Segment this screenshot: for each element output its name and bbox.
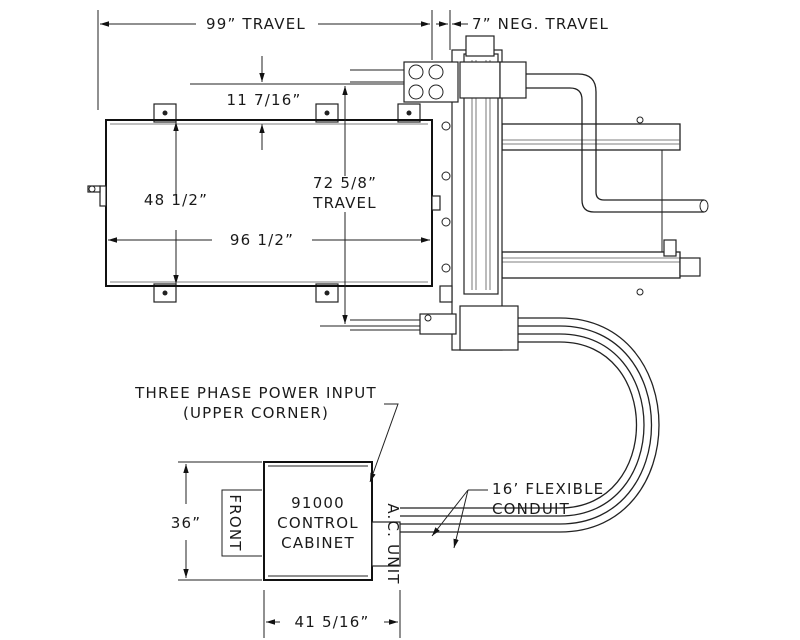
table-width-dimension: 48 1/2” <box>144 122 208 284</box>
cabinet-width-label: 41 5/16” <box>295 613 370 631</box>
neg-travel-label: 7” NEG. TRAVEL <box>472 15 609 33</box>
front-label: FRONT <box>226 494 244 551</box>
cabinet-line1: 91000 <box>291 494 345 512</box>
cabinet-line3: CABINET <box>281 534 355 552</box>
travel-y-value: 72 5/8” <box>313 174 377 192</box>
conduit-callout: 16’ FLEXIBLE CONDUIT <box>431 480 604 549</box>
cutting-table <box>87 103 441 303</box>
ac-unit-label: A.C. UNIT <box>384 503 402 584</box>
cabinet-line2: CONTROL <box>277 514 359 532</box>
table-length-label: 96 1/2” <box>230 231 294 249</box>
front-indicator: FRONT <box>221 489 262 557</box>
travel-y-label: TRAVEL <box>312 194 377 212</box>
conduit-callout-line1: 16’ FLEXIBLE <box>492 480 604 498</box>
ac-unit: A.C. UNIT <box>371 503 402 585</box>
power-callout-line2: (UPPER CORNER) <box>183 404 329 422</box>
table-length-dimension: 96 1/2” <box>108 231 430 249</box>
travel-y-dimension: 72 5/8” TRAVEL <box>312 86 440 327</box>
neg-travel-dimension: 7” NEG. TRAVEL <box>436 10 609 50</box>
cabinet-depth-label: 36” <box>171 514 201 532</box>
cabinet-width-dimension: 41 5/16” <box>263 590 401 638</box>
gantry-machine <box>350 35 709 351</box>
power-input-callout: THREE PHASE POWER INPUT (UPPER CORNER) <box>134 384 399 483</box>
power-callout-line1: THREE PHASE POWER INPUT <box>134 384 377 402</box>
travel-x-dimension: 99” TRAVEL <box>97 10 433 110</box>
travel-x-label: 99” TRAVEL <box>206 15 306 33</box>
table-width-label: 48 1/2” <box>144 191 208 209</box>
cabinet-depth-dimension: 36” <box>171 461 262 581</box>
flexible-conduit <box>400 317 660 533</box>
offset-dimension: 11 7/16” <box>190 56 460 150</box>
conduit-callout-line2: CONDUIT <box>492 500 570 518</box>
control-cabinet: 91000 CONTROL CABINET <box>263 461 373 581</box>
offset-label: 11 7/16” <box>227 91 302 109</box>
